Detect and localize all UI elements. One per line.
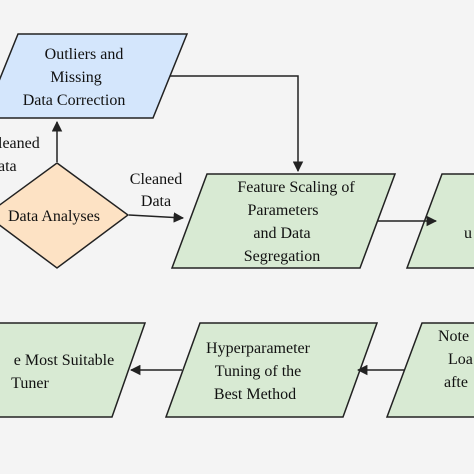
outliers-label-2: Missing <box>50 69 102 86</box>
hyperparameter-box <box>164 322 379 418</box>
edge-label-left-1: leaned <box>0 135 40 152</box>
scaling-label-3: and Data <box>253 225 310 242</box>
edge-label-left-2: ata <box>0 158 17 175</box>
hyper-label-1: Hyperparameter <box>206 340 311 357</box>
outliers-label-3: Data Correction <box>23 92 126 109</box>
feature-scaling-box <box>170 173 397 269</box>
arrow-analyses-to-scaling <box>128 212 185 223</box>
outliers-label-1: Outliers and <box>45 46 124 63</box>
right-top-box <box>405 173 474 269</box>
tuner-label-2: Tuner <box>11 375 49 392</box>
tuner-label-1: e Most Suitable <box>14 352 114 369</box>
scaling-label-1: Feature Scaling of <box>237 179 355 196</box>
tuner-box <box>0 322 147 418</box>
data-analyses-diamond <box>0 162 130 269</box>
right-bottom-box <box>385 322 474 418</box>
arrow-outliers-to-scaling <box>170 75 304 173</box>
hyper-label-2: Tuning of the <box>215 363 302 380</box>
scaling-label-2: Parameters <box>247 202 318 219</box>
right-bottom-label-1: Note <box>438 328 469 345</box>
right-bottom-label-2: Loa <box>448 351 473 368</box>
analyses-label: Data Analyses <box>8 208 100 225</box>
hyper-label-3: Best Method <box>214 386 296 403</box>
right-bottom-label-3: afte <box>444 374 468 391</box>
scaling-label-4: Segregation <box>244 248 320 265</box>
right-top-label: u <box>464 225 472 242</box>
edge-label-cleaned-1: Cleaned <box>130 171 182 188</box>
edge-label-cleaned-2: Data <box>141 193 171 210</box>
outliers-correction-box <box>0 33 189 119</box>
